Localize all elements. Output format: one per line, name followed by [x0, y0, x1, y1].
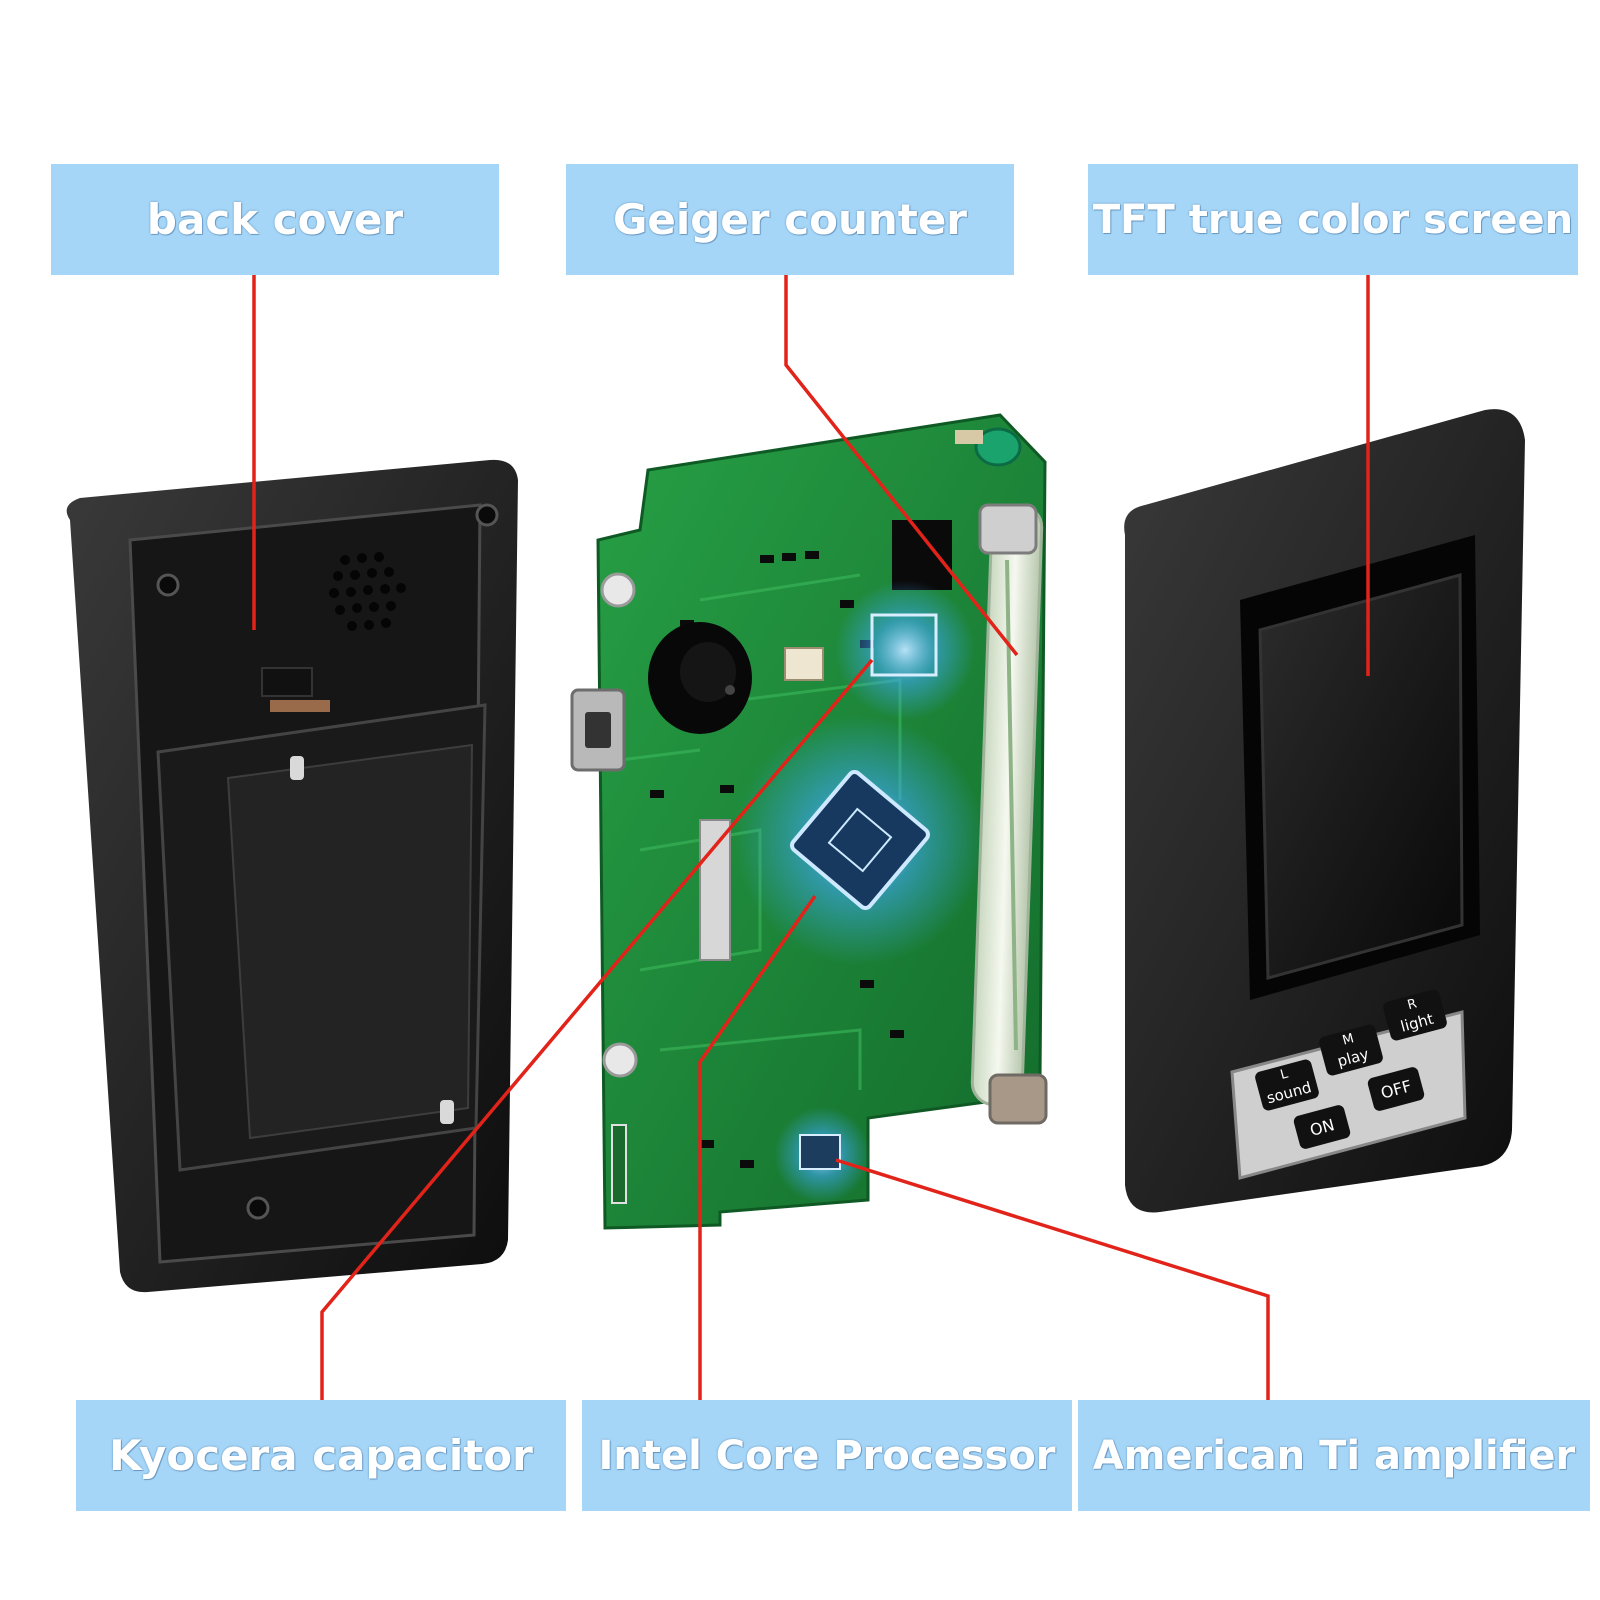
- svg-text:R: R: [1406, 996, 1419, 1013]
- front-housing: L sound M play R light ON OFF: [1124, 409, 1525, 1213]
- svg-text:M: M: [1341, 1031, 1356, 1048]
- inductor-coil: [955, 427, 1022, 467]
- device-button-on: ON: [1293, 1105, 1351, 1149]
- pcb-board: [570, 413, 1048, 1230]
- usb-port-icon: [570, 688, 626, 772]
- leader-lines: [252, 275, 1370, 1400]
- svg-text:L: L: [1279, 1066, 1291, 1083]
- device-button-m-play: M play: [1319, 1024, 1383, 1076]
- back-cover-housing: [66, 459, 519, 1293]
- label-geiger-counter: Geiger counter: [566, 164, 1014, 275]
- label-tft-screen: TFT true color screen: [1088, 164, 1578, 275]
- leader-line-geiger-counter: [784, 275, 1019, 657]
- leader-line-kyocera-capacitor: [320, 658, 874, 1400]
- label-ti-amplifier: American Ti amplifier: [1078, 1400, 1590, 1511]
- leader-line-ti-amplifier: [835, 1158, 1270, 1400]
- label-back-cover: back cover: [51, 164, 499, 275]
- leader-line-intel-processor: [698, 895, 817, 1400]
- buzzer-icon: [648, 622, 752, 734]
- label-kyocera-capacitor: Kyocera capacitor: [76, 1400, 566, 1511]
- device-button-r-light: R light: [1383, 989, 1447, 1041]
- device-button-off: OFF: [1367, 1067, 1425, 1111]
- speaker-grille-icon: [329, 552, 406, 631]
- chip-glow-icon: [735, 580, 985, 1203]
- geiger-tube: [970, 503, 1048, 1125]
- label-intel-processor: Intel Core Processor: [582, 1400, 1072, 1511]
